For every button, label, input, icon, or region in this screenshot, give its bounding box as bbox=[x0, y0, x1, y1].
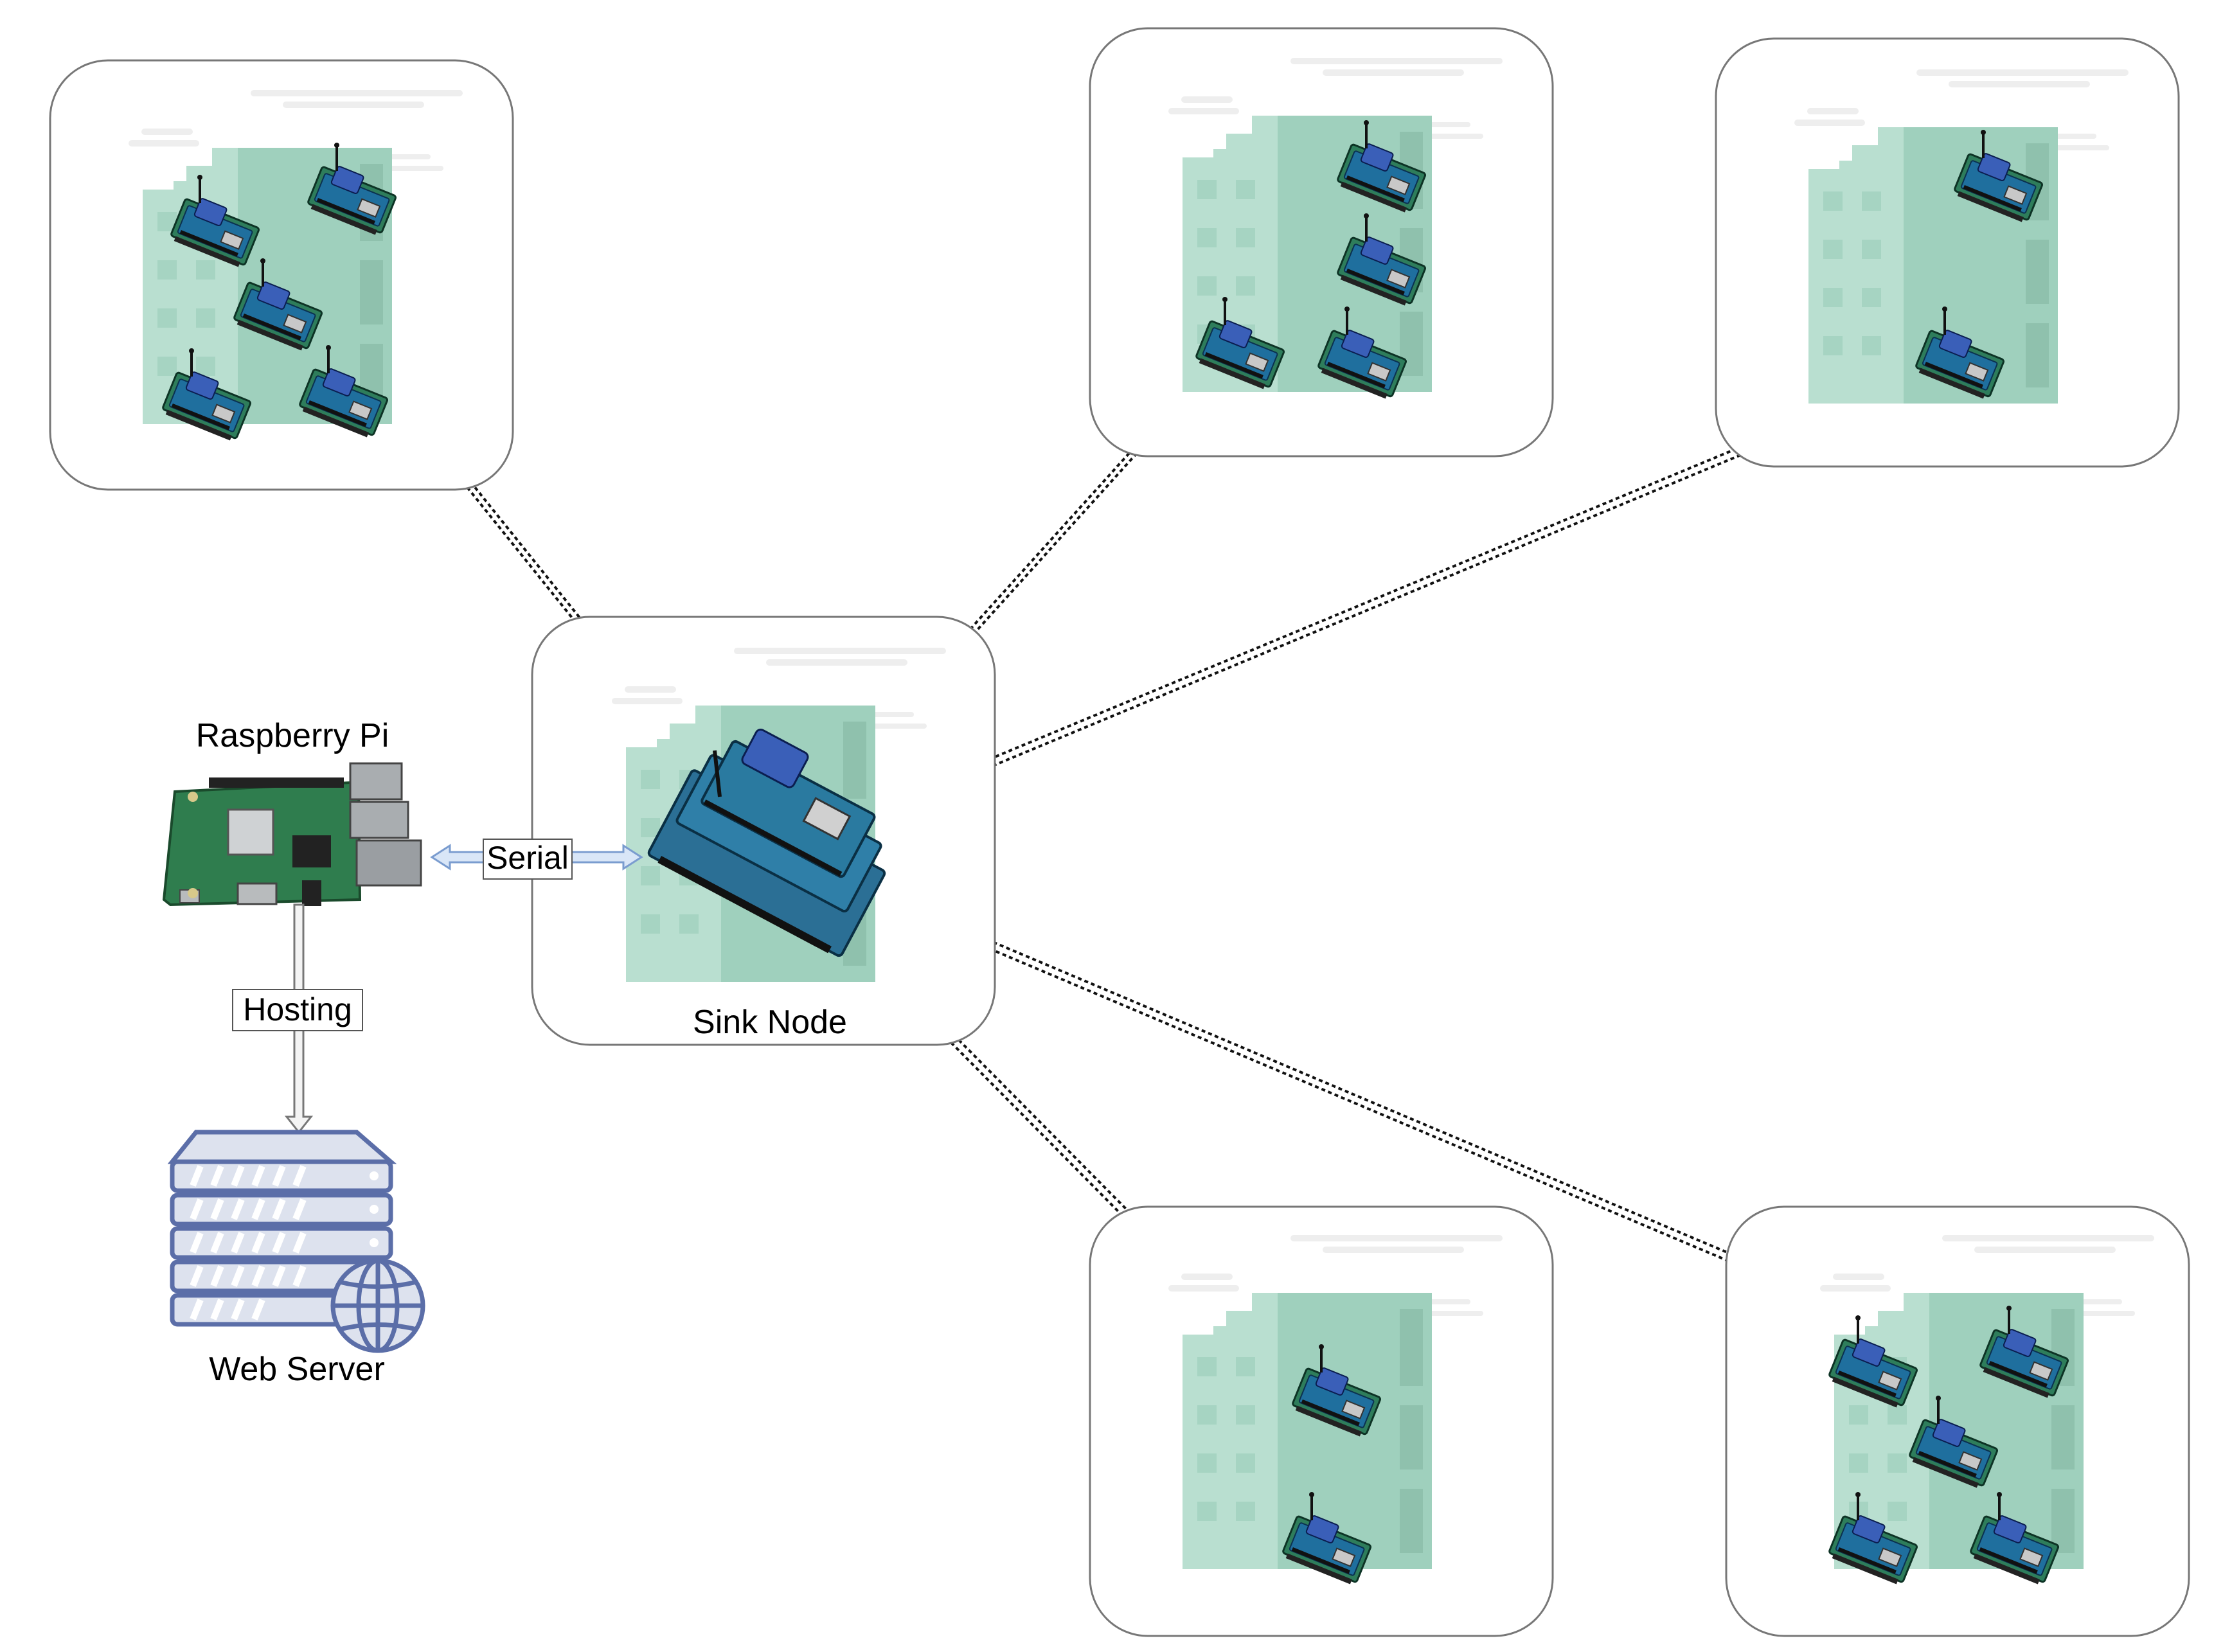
serial-label: Serial bbox=[487, 840, 569, 876]
sink-node-board-icon bbox=[647, 728, 886, 957]
globe-icon bbox=[330, 1258, 425, 1353]
web-server-label: Web Server bbox=[209, 1351, 385, 1388]
serial-label-box bbox=[483, 839, 573, 880]
sink-node-label: Sink Node bbox=[693, 1004, 847, 1041]
hosting-label: Hosting bbox=[243, 991, 352, 1027]
raspberry-pi-label: Raspberry Pi bbox=[196, 717, 389, 754]
raspberry-pi-board-icon bbox=[162, 762, 422, 907]
hosting-label-box bbox=[232, 989, 363, 1031]
sink-antenna-icon bbox=[713, 750, 722, 797]
